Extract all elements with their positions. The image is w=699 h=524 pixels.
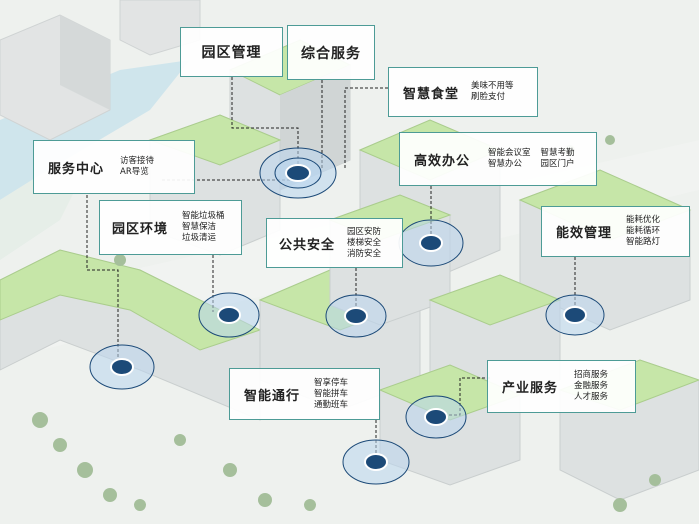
label-smart-traffic-items: 智享停车 智能拼车 通勤班车	[314, 378, 348, 411]
label-park-environment-items: 智能垃圾桶 智慧保洁 垃圾清运	[182, 211, 225, 244]
label-smart-canteen-title: 智慧食堂	[403, 86, 460, 102]
label-item: 智慧办公	[488, 159, 523, 169]
label-service-center-title: 服务中心	[48, 161, 105, 177]
label-industrial-services-title: 产业服务	[502, 381, 559, 396]
label-park-environment: 园区环境 智能垃圾桶 智慧保洁 垃圾清运	[99, 200, 242, 255]
label-park-management-title: 园区管理	[201, 45, 262, 61]
marker-park-center	[259, 147, 337, 199]
marker-industrial-services	[405, 395, 467, 439]
label-industrial-services: 产业服务 招商服务 金融服务 人才服务	[487, 360, 636, 413]
label-item: 楼梯安全	[347, 237, 382, 248]
label-item: 访客接待	[120, 156, 155, 166]
markers	[89, 147, 605, 485]
label-item: 消防安全	[347, 248, 382, 259]
label-item: 金融服务	[574, 381, 609, 391]
label-energy-management: 能效管理 能耗优化 能耗循环 智能路灯	[541, 206, 690, 257]
label-smart-traffic-title: 智能通行	[244, 388, 301, 404]
marker-smart-traffic	[342, 439, 410, 485]
label-public-safety-items: 园区安防 楼梯安全 消防安全	[347, 227, 381, 260]
label-smart-canteen: 智慧食堂 美味不用等 刷脸支付	[388, 67, 538, 117]
label-item: AR导览	[120, 167, 149, 177]
marker-service-center	[89, 344, 155, 390]
label-efficient-office-col1: 智能会议室 智慧办公	[488, 148, 531, 170]
label-energy-management-items: 能耗优化 能耗循环 智能路灯	[626, 215, 660, 248]
label-item: 智能垃圾桶	[182, 211, 225, 221]
label-industrial-services-items: 招商服务 金融服务 人才服务	[574, 370, 608, 403]
label-item: 智能拼车	[314, 388, 349, 399]
label-item: 能耗循环	[626, 226, 661, 236]
label-smart-canteen-items: 美味不用等 刷脸支付	[471, 81, 514, 103]
marker-public-safety	[325, 294, 387, 338]
label-service-center: 服务中心 访客接待 AR导览	[33, 140, 195, 194]
distant-buildings	[0, 0, 201, 141]
label-item: 智慧保洁	[182, 222, 217, 232]
label-efficient-office-col2: 智慧考勤 园区门户	[541, 148, 575, 170]
label-park-management: 园区管理	[180, 27, 283, 77]
label-item: 人才服务	[574, 392, 609, 402]
label-efficient-office: 高效办公 智能会议室 智慧办公 智慧考勤 园区门户	[399, 132, 597, 186]
label-efficient-office-title: 高效办公	[414, 153, 471, 169]
label-park-environment-title: 园区环境	[112, 222, 169, 237]
label-item: 刷脸支付	[471, 92, 506, 102]
label-item: 招商服务	[574, 370, 609, 380]
label-integrated-services: 综合服务	[287, 25, 375, 80]
label-item: 垃圾清运	[182, 233, 217, 243]
label-item: 通勤班车	[314, 399, 349, 410]
label-public-safety: 公共安全 园区安防 楼梯安全 消防安全	[266, 218, 403, 268]
trees	[32, 135, 661, 512]
label-item: 智慧考勤	[540, 148, 575, 158]
marker-efficient-office	[398, 219, 464, 267]
label-item: 智能路灯	[626, 237, 661, 247]
label-item: 能耗优化	[626, 215, 661, 225]
label-item: 园区安防	[347, 226, 382, 237]
label-smart-traffic: 智能通行 智享停车 智能拼车 通勤班车	[229, 368, 380, 420]
label-energy-management-title: 能效管理	[556, 226, 613, 241]
label-item: 智能会议室	[488, 148, 531, 158]
label-item: 园区门户	[540, 159, 575, 169]
marker-energy-management	[545, 294, 605, 336]
label-service-center-items: 访客接待 AR导览	[120, 156, 154, 178]
marker-park-environment	[198, 292, 260, 338]
label-item: 智享停车	[314, 377, 349, 388]
label-public-safety-title: 公共安全	[279, 237, 336, 253]
label-integrated-services-title: 综合服务	[301, 45, 361, 62]
label-item: 美味不用等	[471, 81, 514, 91]
